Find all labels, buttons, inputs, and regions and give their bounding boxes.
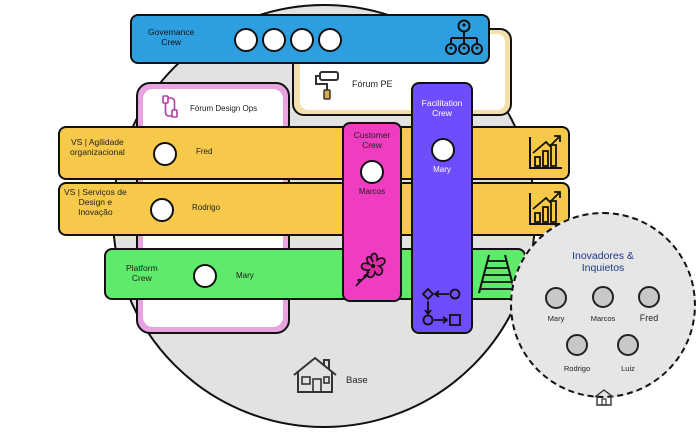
inovadores-member-slot xyxy=(638,286,660,308)
governance-slot-4 xyxy=(318,28,342,52)
facilitation-member: Mary xyxy=(433,165,451,174)
house-icon xyxy=(293,356,337,393)
customer-crew-band xyxy=(342,122,402,302)
cable-plug-icon xyxy=(162,95,178,118)
inovadores-member-slot xyxy=(545,287,567,309)
platform-crew-label: Platform Crew xyxy=(126,263,158,283)
governance-slot-2 xyxy=(262,28,286,52)
hibiscus-flower-icon xyxy=(355,252,386,287)
facilitation-crew-band xyxy=(411,82,473,334)
vs-servicos-member: Rodrigo xyxy=(192,203,221,212)
org-chart-icon xyxy=(445,19,483,55)
inovadores-title: Inovadores & Inquietos xyxy=(572,250,634,275)
customer-crew-label: Customer Crew xyxy=(353,130,391,150)
forum-pe-label: Fórum PE xyxy=(352,79,393,89)
platform-member-slot xyxy=(193,264,217,288)
customer-member: Marcos xyxy=(358,187,386,196)
flow-diagram-icon xyxy=(421,287,461,326)
governance-slot-1 xyxy=(234,28,258,52)
growth-chart-icon xyxy=(529,135,562,169)
vs-agilidade-member-slot xyxy=(153,142,177,166)
vs-agilidade-label: VS | Agilidade organizacional xyxy=(70,137,125,157)
platform-member: Mary xyxy=(236,271,254,280)
growth-chart-icon xyxy=(529,191,562,225)
facilitation-member-slot xyxy=(431,138,455,162)
vs-servicos-label: VS | Serviços de Design e Inovação xyxy=(64,187,127,217)
inovadores-member-name: Marcos xyxy=(590,314,616,323)
inovadores-member-name: Rodrigo xyxy=(563,364,591,373)
governance-slot-3 xyxy=(290,28,314,52)
vs-servicos-member-slot xyxy=(150,198,174,222)
inovadores-member-slot xyxy=(617,334,639,356)
inovadores-member-name: Mary xyxy=(547,314,565,323)
inovadores-member-name: Luiz xyxy=(621,364,635,373)
paint-roller-icon xyxy=(315,71,339,100)
inovadores-member-name: Fred xyxy=(639,313,659,323)
inovadores-member-slot xyxy=(592,286,614,308)
inovadores-member-slot xyxy=(566,334,588,356)
vs-agilidade-member: Fred xyxy=(196,147,213,156)
design-ops-label: Fórum Design Ops xyxy=(190,104,258,113)
vs-servicos-band xyxy=(58,182,570,236)
facilitation-crew-label: Facilitation Crew xyxy=(421,98,463,118)
base-label: Base xyxy=(346,375,368,386)
vs-agilidade-band xyxy=(58,126,570,180)
customer-member-slot xyxy=(360,160,384,184)
governance-crew-label: Governance Crew xyxy=(148,27,195,47)
house-icon xyxy=(594,389,614,406)
